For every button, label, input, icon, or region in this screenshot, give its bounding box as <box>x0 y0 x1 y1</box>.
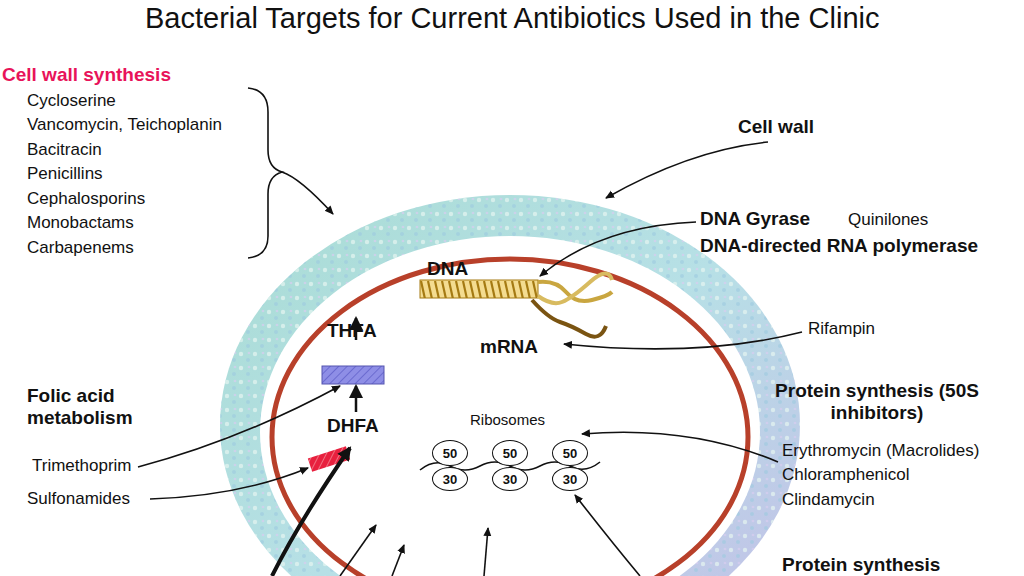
drug-name: Quinilones <box>848 210 928 230</box>
bracket <box>248 88 282 258</box>
target-label: DNA-directed RNA polymerase <box>700 235 978 257</box>
heading: Folic acid metabolism <box>27 385 167 429</box>
leader-line <box>582 432 778 462</box>
part-label: Cell wall <box>738 116 814 138</box>
drug-name: Sulfonamides <box>27 489 130 509</box>
part-label: mRNA <box>480 336 538 358</box>
drug-name: Trimethoprim <box>32 456 132 476</box>
heading: Cell wall synthesis <box>2 64 171 86</box>
drug-name: Vancomycin, Teichoplanin <box>27 115 222 135</box>
pathway-arrow <box>355 386 358 412</box>
part-label: Ribosomes <box>470 411 545 428</box>
enzyme-block <box>322 366 384 384</box>
ribosome-30s: 30 <box>492 467 528 491</box>
leader-line <box>138 386 340 467</box>
mrna-strand <box>532 300 606 337</box>
drug-name: Rifampin <box>808 319 875 339</box>
leader-line <box>575 495 640 576</box>
subunit-number: 50 <box>503 447 517 460</box>
metabolite-label: THFA <box>327 320 377 342</box>
subunit-number: 30 <box>563 473 577 486</box>
periplasm <box>260 236 760 576</box>
pathway-arrow <box>272 448 350 576</box>
drug-name: Clindamycin <box>782 490 875 510</box>
title: Bacterial Targets for Current Antibiotic… <box>145 2 879 35</box>
leader-line <box>150 468 308 499</box>
leader-line <box>392 545 404 576</box>
leader-line <box>606 142 768 198</box>
drug-name: Erythromycin (Macrolides) <box>782 441 979 461</box>
ribosome-50s: 50 <box>492 440 528 466</box>
part-label: DNA <box>427 258 468 280</box>
dna-strand <box>538 282 612 301</box>
ribosome-30s: 30 <box>552 467 588 491</box>
leader-line <box>484 528 488 576</box>
drug-name: Cephalosporins <box>27 189 145 209</box>
drug-name: Carbapenems <box>27 238 134 258</box>
leader-line <box>340 525 376 576</box>
ribosome-50s: 50 <box>552 440 588 466</box>
drug-name: Monobactams <box>27 213 134 233</box>
drug-name: Bacitracin <box>27 140 102 160</box>
leader-line <box>282 172 333 214</box>
cell-membrane <box>272 259 748 576</box>
subunit-number: 30 <box>443 473 457 486</box>
leader-line <box>540 222 696 276</box>
dna-helix <box>420 280 538 298</box>
ribosome-30s: 30 <box>432 467 468 491</box>
drug-name: Cycloserine <box>27 91 116 111</box>
drug-name: Penicillins <box>27 164 103 184</box>
subunit-number: 30 <box>503 473 517 486</box>
ribosome-50s: 50 <box>432 440 468 466</box>
heading: Protein synthesis (50S inhibitors) <box>752 380 1002 424</box>
drug-name: Chloramphenicol <box>782 465 910 485</box>
subunit-number: 50 <box>443 447 457 460</box>
subunit-number: 50 <box>563 447 577 460</box>
heading: Protein synthesis <box>782 554 940 576</box>
target-label: DNA Gyrase <box>700 208 810 230</box>
metabolite-label: DHFA <box>327 415 379 437</box>
dna-strand <box>538 273 612 303</box>
